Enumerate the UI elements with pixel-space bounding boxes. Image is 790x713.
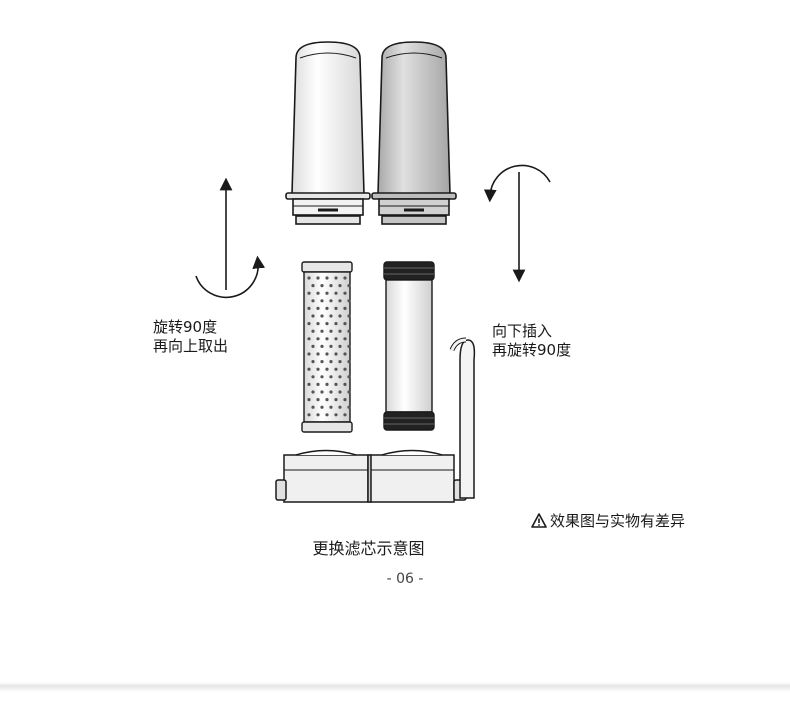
remove-instruction: 旋转90度 再向上取出 [153,318,228,356]
insert-instruction: 向下插入 再旋转90度 [492,322,571,360]
figure-caption: 更换滤芯示意图 [312,539,425,558]
disclaimer-text: 效果图与实物有差异 [550,512,686,530]
sealed-filter-cartridge [383,261,435,431]
page-bottom-shadow [0,682,790,692]
perforated-filter-cartridge [301,261,353,433]
warning-triangle-icon [531,513,547,528]
faucet-spout [449,337,476,499]
remove-instruction-line2: 再向上取出 [153,337,229,355]
right-filter-housing [371,41,457,225]
page-number: - 06 - [386,571,424,587]
insert-instruction-line2: 再旋转90度 [492,341,572,359]
purifier-base [275,449,467,503]
rotate-arrow-left-icon [195,255,266,299]
left-filter-housing [285,41,371,225]
remove-instruction-line1: 旋转90度 [153,318,218,336]
rotate-arrow-right-icon [483,164,551,203]
disclaimer-note: 效果图与实物有差异 [531,510,685,531]
insert-instruction-line1: 向下插入 [492,322,553,340]
